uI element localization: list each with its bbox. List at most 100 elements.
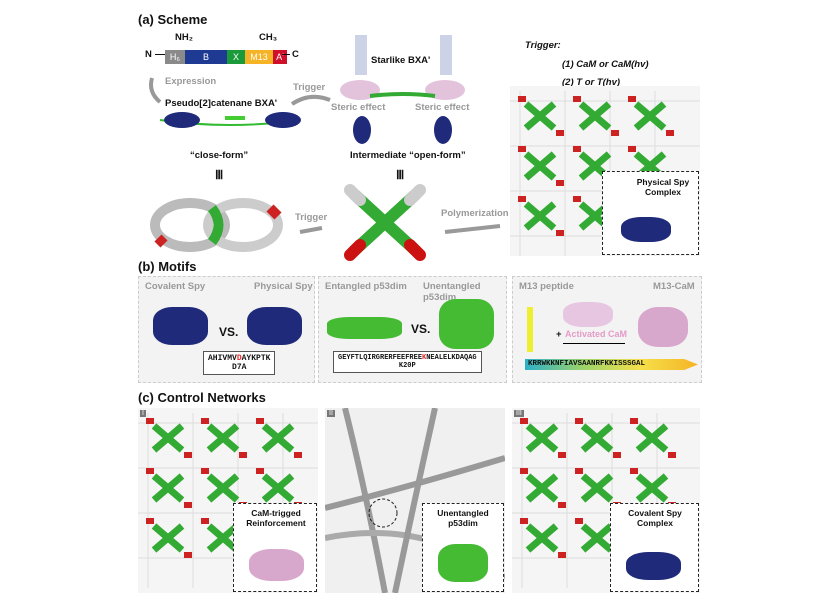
cross-node [630, 468, 676, 508]
panel-tag: I [140, 410, 146, 417]
cam-complex-image [249, 549, 304, 581]
segment-3: M13 [245, 50, 273, 64]
trigger-arrow-icon [290, 94, 331, 106]
ch3-label: CH₃ [259, 32, 278, 43]
network-panel-2: II Unentangled p53dim [325, 408, 505, 593]
covalent-spy-label: Covalent Spy [145, 281, 206, 292]
equivalence-mark-2: Ⅲ [396, 168, 405, 182]
cross-node [630, 418, 676, 458]
inset-label: CaM-trigged Reinforcement [246, 508, 306, 528]
panel-tag: II [327, 410, 335, 417]
physical-spy-label: Physical Spy [254, 281, 313, 292]
pseudo-catenane-label: Pseudo[2]catenane BXA' [165, 98, 278, 109]
covalent-spy-image [153, 307, 208, 345]
cross-node [256, 418, 302, 458]
network-panel-a: Physical Spy Complex [510, 86, 700, 256]
expression-arrow-icon [149, 77, 162, 104]
m13-sequence: KRRWKKNFIAVSAANRFKKISSSGAL [525, 359, 698, 370]
covalent-spy-inset: Covalent Spy Complex [610, 503, 699, 592]
cross-node [520, 468, 566, 508]
spy-mutation: D7A [232, 363, 247, 372]
cross-node [518, 96, 564, 136]
cross-node [518, 146, 564, 186]
steric-effect-left: Steric effect [331, 102, 386, 113]
physical-spy-image [247, 307, 302, 345]
section-c-title: (c) Control Networks [138, 390, 266, 405]
network-lattice [510, 91, 700, 256]
trigger-label-2: Trigger [295, 212, 328, 223]
polymerization-arrow-icon [444, 224, 501, 234]
network-panel-1: I CaM-trigged Reinforcement [138, 408, 318, 593]
panel-tag: III [514, 410, 524, 417]
interlocked-rings [150, 198, 283, 252]
close-form-protein [159, 112, 301, 128]
p53-image [438, 544, 488, 582]
plus-sign: + [556, 329, 562, 340]
m13-peptide-image [527, 307, 533, 352]
cross-node [575, 468, 621, 508]
m13-peptide-label: M13 peptide [519, 281, 574, 292]
cross-node [628, 96, 674, 136]
cross-node [520, 518, 566, 558]
cross-node [201, 418, 247, 458]
entangled-label: Entangled p53dim [325, 281, 407, 292]
p53-mutation: K20P [398, 362, 416, 370]
cross-intermediate [344, 184, 426, 261]
cross-node [201, 468, 247, 508]
trigger-label-1: Trigger [293, 82, 326, 93]
trigger-option-2: (2) T or T(hv) [562, 77, 621, 88]
cam-image [563, 302, 613, 327]
cross-node [146, 518, 192, 558]
spy-complex-image [626, 552, 681, 580]
p53-motif-panel: Entangled p53dim Unentangled p53dim VS. … [318, 276, 507, 383]
reaction-arrow-icon [563, 343, 625, 344]
section-a-title: (a) Scheme [138, 12, 208, 27]
vs-label: VS. [219, 325, 239, 339]
inset-label: Covalent Spy Complex [628, 508, 682, 528]
trigger-option-1: (1) CaM or CaM(hv) [562, 59, 649, 70]
cross-node [520, 418, 566, 458]
cross-node [518, 196, 564, 236]
cross-node [575, 418, 621, 458]
section-b-title: (b) Motifs [138, 259, 197, 274]
cross-node [573, 96, 619, 136]
starlike-label: Starlike BXA' [371, 55, 431, 66]
starlike-protein [340, 35, 465, 144]
vs-label: VS. [411, 322, 431, 336]
m13-cam-label: M13-CaM [653, 281, 695, 292]
cam-reinforcement-inset: CaM-trigged Reinforcement [233, 503, 317, 592]
expression-label: Expression [165, 76, 217, 87]
unentangled-label: Unentangled p53dim [423, 281, 481, 303]
m13-motif-panel: M13 peptide M13-CaM + Activated CaM KRRW… [512, 276, 702, 383]
nh2-label: NH₂ [175, 32, 193, 43]
unentangled-image [439, 299, 494, 349]
segment-2: X [227, 50, 245, 64]
network-panel-3: III Covalent Spy Complex [512, 408, 700, 593]
polymerization-label: Polymerization [441, 208, 509, 219]
entangled-image [327, 317, 402, 339]
steric-effect-right: Steric effect [415, 102, 470, 113]
trigger-title: Trigger: [525, 40, 561, 51]
physical-spy-inset: Physical Spy Complex [602, 171, 699, 255]
segment-0: H₆ [165, 50, 185, 64]
cross-node [256, 468, 302, 508]
equivalence-mark: Ⅲ [215, 168, 224, 182]
m13-cam-image [638, 307, 688, 347]
n-terminus: N [145, 49, 152, 60]
cross-node [146, 468, 192, 508]
c-terminus: C [292, 49, 299, 60]
open-form-label: Intermediate “open-form” [350, 150, 466, 161]
spy-protein-image [621, 217, 671, 242]
spy-motif-panel: Covalent Spy Physical Spy VS. AHIVMVDAYK… [138, 276, 315, 383]
close-form-label: “close-form” [190, 150, 249, 161]
segment-4: A' [273, 50, 287, 64]
inset-label: Unentangled p53dim [437, 508, 489, 528]
segment-1: B [185, 50, 227, 64]
trigger-arrow-2-icon [299, 226, 323, 234]
physical-spy-label: Physical Spy Complex [636, 177, 690, 197]
